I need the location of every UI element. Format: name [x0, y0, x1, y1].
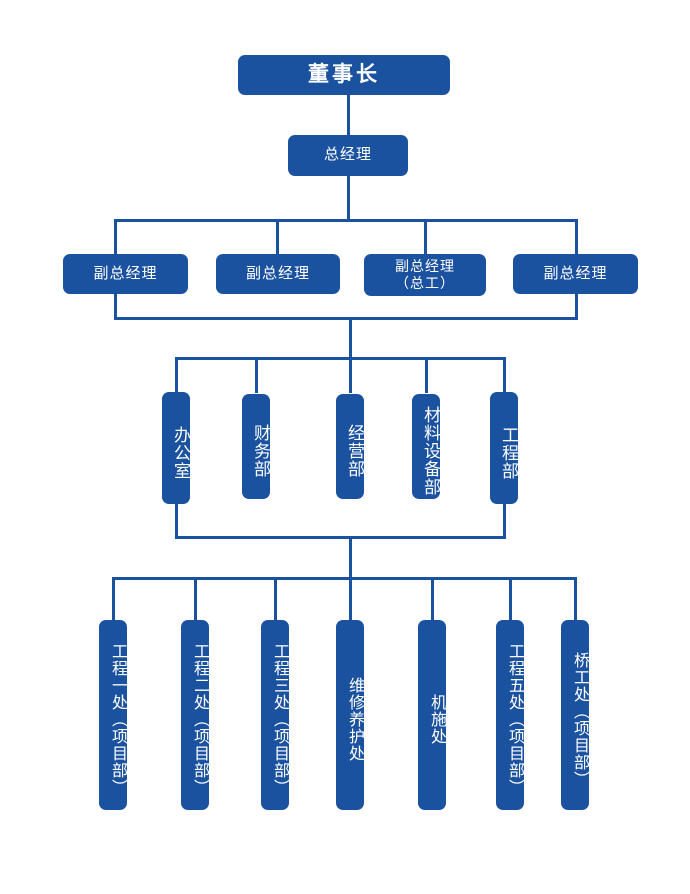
connector-deputy-leg-2 — [276, 219, 279, 255]
node-deputy-gm-2[interactable]: 副总经理 — [216, 254, 340, 294]
node-department-office[interactable]: 办公室 — [162, 392, 190, 504]
connector-deputy-leg-4 — [575, 219, 578, 255]
connector-gm-to-deputy-bus — [347, 176, 350, 221]
connector-unit-leg-1 — [112, 577, 115, 621]
node-unit-bridge-label: 桥工处（项目部） — [571, 651, 588, 788]
node-unit-engineering-1-label: 工程一处（项目部） — [109, 643, 126, 796]
node-unit-engineering-2-label: 工程二处（项目部） — [191, 643, 208, 796]
connector-deputy-bottom-bus — [114, 317, 578, 320]
connector-department-outer-leg-left — [175, 504, 178, 539]
connector-chairman-to-gm — [347, 95, 350, 136]
connector-deputy-bus — [114, 219, 578, 222]
node-unit-maintenance-label: 维修养护处 — [346, 677, 363, 762]
node-unit-engineering-3[interactable]: 工程三处（项目部） — [261, 620, 289, 810]
node-department-engineering[interactable]: 工程部 — [490, 392, 518, 504]
connector-department-leg-5 — [503, 357, 506, 393]
node-unit-engineering-5[interactable]: 工程五处（项目部） — [496, 620, 524, 810]
node-unit-engineering-2[interactable]: 工程二处（项目部） — [181, 620, 209, 810]
connector-deputy-outer-leg-right — [575, 294, 578, 320]
connector-deputy-leg-1 — [114, 219, 117, 255]
node-deputy-gm-chief-engineer[interactable]: 副总经理 （总工） — [364, 254, 486, 296]
connector-unit-leg-7 — [574, 577, 577, 621]
node-unit-maintenance[interactable]: 维修养护处 — [336, 620, 364, 810]
node-department-engineering-label: 工程部 — [499, 425, 518, 480]
connector-unit-leg-6 — [509, 577, 512, 621]
node-department-finance-label: 财务部 — [251, 424, 270, 478]
connector-department-leg-1 — [175, 357, 178, 393]
node-department-operations[interactable]: 经营部 — [336, 394, 364, 499]
node-deputy-gm-chief-engineer-line2: （总工） — [395, 275, 455, 291]
node-unit-machinery-label: 机施处 — [428, 694, 445, 745]
connector-unit-leg-5 — [431, 577, 434, 621]
connector-to-unit-bus — [349, 536, 352, 580]
node-department-operations-label: 经营部 — [345, 424, 364, 478]
node-unit-engineering-5-label: 工程五处（项目部） — [506, 643, 523, 796]
connector-department-bottom-bus — [175, 536, 506, 539]
connector-department-leg-3 — [349, 357, 352, 393]
node-deputy-gm-1[interactable]: 副总经理 — [63, 254, 188, 294]
node-department-office-label: 办公室 — [171, 425, 190, 480]
connector-unit-leg-4 — [349, 577, 352, 621]
node-department-materials-equipment[interactable]: 材料设备部 — [412, 394, 440, 499]
connector-to-department-bus — [349, 317, 352, 360]
connector-deputy-outer-leg-left — [114, 294, 117, 320]
connector-department-bus — [175, 357, 506, 360]
connector-department-leg-2 — [255, 357, 258, 393]
connector-unit-bus — [112, 577, 577, 580]
connector-unit-leg-3 — [274, 577, 277, 621]
connector-deputy-leg-3 — [424, 219, 427, 255]
node-unit-bridge[interactable]: 桥工处（项目部） — [561, 620, 589, 810]
node-unit-machinery[interactable]: 机施处 — [418, 620, 446, 810]
node-department-materials-equipment-label: 材料设备部 — [421, 406, 440, 496]
node-unit-engineering-1[interactable]: 工程一处（项目部） — [99, 620, 127, 810]
node-chairman[interactable]: 董事长 — [238, 55, 450, 95]
node-deputy-gm-4[interactable]: 副总经理 — [513, 254, 638, 294]
connector-department-leg-4 — [425, 357, 428, 393]
node-general-manager[interactable]: 总经理 — [288, 135, 408, 176]
node-deputy-gm-chief-engineer-line1: 副总经理 — [395, 257, 455, 274]
node-unit-engineering-3-label: 工程三处（项目部） — [271, 643, 288, 796]
connector-unit-leg-2 — [194, 577, 197, 621]
node-department-finance[interactable]: 财务部 — [242, 394, 270, 499]
connector-department-outer-leg-right — [503, 504, 506, 539]
